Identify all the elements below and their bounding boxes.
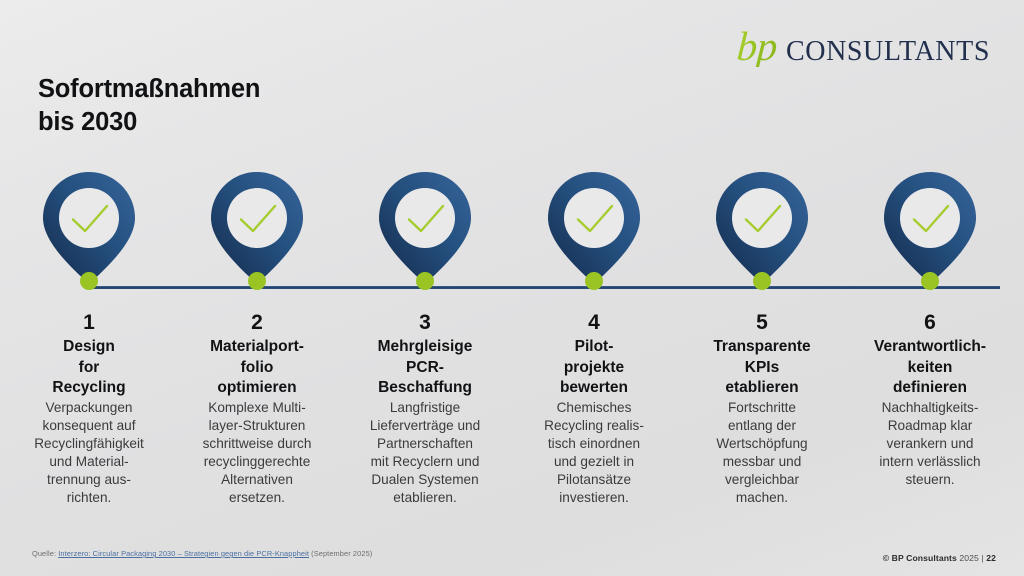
step-description: Chemisches Recycling realis- tisch einor…	[544, 400, 644, 506]
timeline-step-4[interactable]: 4 Pilot- projekte bewerten Chemisches Re…	[510, 168, 678, 507]
timeline-dot	[416, 272, 434, 290]
step-description: Nachhaltigkeits- Roadmap klar verankern …	[879, 400, 981, 488]
footer-copyright: © BP Consultants 2025 | 22	[883, 553, 996, 563]
brand-logo: bp CONSULTANTS	[735, 23, 990, 69]
step-number: 1	[83, 311, 95, 334]
source-date-label: (September 2025)	[309, 549, 373, 558]
timeline-step-6[interactable]: 6 Verantwortlich- keiten definieren Nach…	[846, 168, 1014, 489]
step-title: Materialport- folio optimieren	[210, 338, 304, 396]
check-pin-icon	[542, 168, 646, 290]
footer-source: Quelle: Interzero: Circular Packaging 20…	[32, 549, 372, 558]
copyright-year: 2025	[956, 553, 982, 563]
step-title: Pilot- projekte bewerten	[559, 338, 629, 396]
page-title: Sofortmaßnahmen bis 2030	[38, 75, 261, 137]
timeline-dot	[248, 272, 266, 290]
check-pin-icon	[205, 168, 309, 290]
check-pin-icon	[710, 168, 814, 290]
step-number: 3	[419, 311, 431, 334]
step-title: Mehrgleisige PCR- Beschaffung	[377, 338, 473, 396]
logo-consultants-wordmark: CONSULTANTS	[785, 36, 990, 67]
step-number: 2	[251, 311, 263, 334]
step-title: Transparente KPIs etablieren	[713, 338, 811, 396]
source-prefix-label: Quelle:	[32, 549, 59, 558]
timeline-step-1[interactable]: 1 Design for Recycling Verpackungen kons…	[5, 168, 173, 507]
step-description: Verpackungen konsequent auf Recyclingfäh…	[34, 400, 144, 506]
footer-separator: |	[981, 553, 987, 563]
source-link[interactable]: Interzero: Circular Packaging 2030 – Str…	[58, 549, 310, 558]
timeline-axis-line	[88, 286, 1000, 289]
step-number: 4	[588, 311, 600, 334]
timeline-step-2[interactable]: 2 Materialport- folio optimieren Komplex…	[173, 168, 341, 507]
step-title: Design for Recycling	[52, 338, 126, 396]
copyright-label: © BP Consultants	[882, 553, 957, 563]
timeline-dot	[80, 272, 98, 290]
step-description: Langfristige Lieferverträge und Partners…	[369, 400, 481, 506]
timeline-step-5[interactable]: 5 Transparente KPIs etablieren Fortschri…	[678, 168, 846, 507]
timeline-dot	[921, 272, 939, 290]
timeline-dot	[585, 272, 603, 290]
check-pin-icon	[878, 168, 982, 290]
page-number: 22	[986, 553, 996, 563]
check-pin-icon	[373, 168, 477, 290]
step-description: Fortschritte entlang der Wertschöpfung m…	[716, 400, 808, 506]
step-description: Komplexe Multi- layer-Strukturen schritt…	[202, 400, 312, 506]
timeline-dot	[753, 272, 771, 290]
step-number: 5	[756, 311, 768, 334]
step-number: 6	[924, 311, 936, 334]
step-title: Verantwortlich- keiten definieren	[874, 338, 986, 396]
timeline-step-3[interactable]: 3 Mehrgleisige PCR- Beschaffung Langfris…	[341, 168, 509, 507]
check-pin-icon	[37, 168, 141, 290]
